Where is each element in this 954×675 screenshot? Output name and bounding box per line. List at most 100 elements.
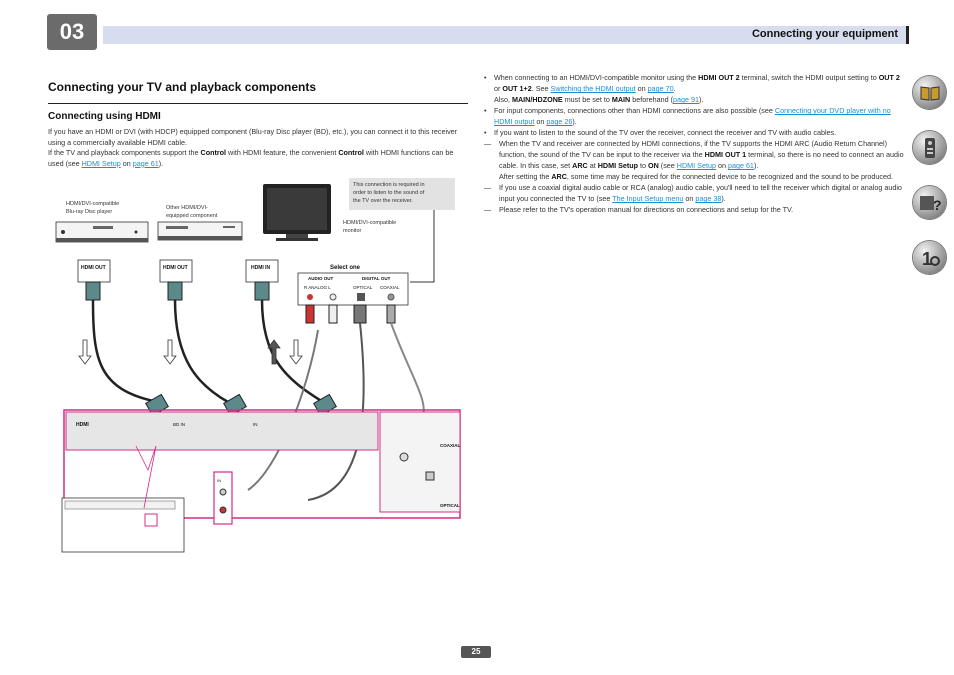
note-line-1: This connection is required in [353,182,425,188]
link-page-61[interactable]: page 61 [132,158,159,168]
text-bold: MAIN/HDZONE [511,95,563,104]
header-bar: Connecting your equipment [103,26,909,44]
note-line-2: order to listen to the sound of [353,190,425,196]
dash: — [484,205,492,214]
link-page-91[interactable]: page 91 [672,95,699,104]
panel-in-label: IN [253,422,258,427]
text-bold: HDMI OUT 1 [704,150,747,159]
link-page-38[interactable]: page 38 [695,194,722,203]
text: When connecting to an HDMI/DVI-compatibl… [494,73,699,82]
text: terminal, so there is no need to connect… [499,150,904,170]
note-pointer-line [410,210,435,283]
panel-coaxial-label: COAXIAL [440,443,461,448]
note-item: • If you want to listen to the sound of … [484,127,906,138]
text: at [587,161,598,170]
intro-text: If you have an HDMI or DVI (with HDCP) e… [48,127,468,169]
text-bold: OUT 2 [878,73,900,82]
note-box [349,178,455,210]
link-hdmi-setup-2[interactable]: HDMI Setup [676,161,716,170]
note-item: • For input components, connections othe… [484,105,906,127]
link-switching-hdmi-output[interactable]: Switching the HDMI output [550,84,636,93]
intro-paragraph-2: If the TV and playback components suppor… [48,148,468,169]
text: When the TV and receiver are connected b… [499,139,888,159]
analog-input-block [213,471,233,525]
link-input-setup-menu[interactable]: The Input Setup menu [612,194,684,203]
text: Please refer to the TV's operation manua… [499,205,794,214]
text: ). [698,95,704,104]
link-hdmi-setup[interactable]: HDMI Setup [81,158,121,168]
hdmi-out-label-2: HDMI OUT [163,265,188,271]
text: . [673,84,676,93]
hdmi-panel-strip [65,411,379,451]
monitor-label-2: monitor [343,228,362,234]
text-bold: MAIN [611,95,631,104]
link-page-26[interactable]: page 26 [546,117,573,126]
text: on [715,161,728,170]
text: with HDMI functions can be used (see [48,148,454,168]
dash: — [484,139,492,148]
text-bold: Control [200,148,227,158]
text: ). [753,161,759,170]
optical-label: OPTICAL [353,285,373,290]
monitor-label: HDMI/DVI-compatible [343,220,396,226]
text: with HDMI feature, the convenient [226,148,339,158]
text: beforehand ( [630,95,673,104]
panel-bd-in-label: BD IN [173,422,185,427]
digital-out-label: DIGITAL OUT [362,276,391,281]
text-bold: HDMI Setup [597,161,639,170]
text-bold: Control [338,148,364,158]
text: on [635,84,648,93]
text: on [120,158,133,168]
text: on [534,117,547,126]
audio-out-label: AUDIO OUT [308,276,334,281]
text: must be set to [562,95,612,104]
hdmi-out-label-1: HDMI OUT [81,265,106,271]
text: For input components, connections other … [494,106,775,115]
text: on [683,194,696,203]
hdmi-cable-bd [85,281,169,417]
bullet: • [484,128,487,137]
text-bold: ARC [572,161,588,170]
link-page-61-2[interactable]: page 61 [727,161,754,170]
svg-text:?: ? [933,197,941,213]
text: , some time may be required for the conn… [566,172,893,181]
section-divider [48,103,468,104]
text: If you use a coaxial digital audio cable… [499,183,902,203]
svg-text:1: 1 [922,249,932,268]
text: to [638,161,649,170]
sub-note: — Please refer to the TV's operation man… [484,204,906,215]
book-icon[interactable] [913,76,946,109]
other-component-device [157,221,243,241]
note-item: • When connecting to an HDMI/DVI-compati… [484,72,906,105]
bullet: • [484,73,487,82]
bd-player-device [55,221,149,243]
bd-player-label-2: Blu-ray Disc player [66,209,112,215]
text-bold: OUT 1+2 [502,84,532,93]
analog-label: R ANALOG L [304,285,331,290]
tv-monitor [263,184,331,241]
link-connecting-dvd[interactable]: Connecting your DVD player with no HDMI … [494,106,891,126]
dash: — [484,183,492,192]
other-component-label: Other HDMI/DVI- [166,205,208,211]
text: If you want to listen to the sound of th… [494,128,837,137]
text: ). [158,158,164,168]
text: terminal, switch the HDMI output setting… [739,73,879,82]
panel-optical-label: OPTICAL [440,503,460,508]
text: After setting the [499,172,552,181]
hdmi-cable-other [167,281,247,417]
digital-input-block [379,411,461,513]
remote-icon[interactable] [913,131,946,164]
chapter-number: 03 [47,14,97,50]
text: (see [658,161,677,170]
faq-icon[interactable]: ? [913,186,946,219]
text: ). [721,194,726,203]
sub-note: — When the TV and receiver are connected… [484,138,906,182]
other-component-label-2: equipped component [166,213,218,219]
link-page-70[interactable]: page 70 [647,84,674,93]
section-title: Connecting your TV and playback componen… [48,80,317,94]
notes-column: • When connecting to an HDMI/DVI-compati… [484,72,906,215]
panel-in-cd-label: IN [217,478,221,483]
settings-icon[interactable]: 1 [913,241,946,274]
hdmi-in-label: HDMI IN [251,265,271,271]
text: ). [572,117,577,126]
